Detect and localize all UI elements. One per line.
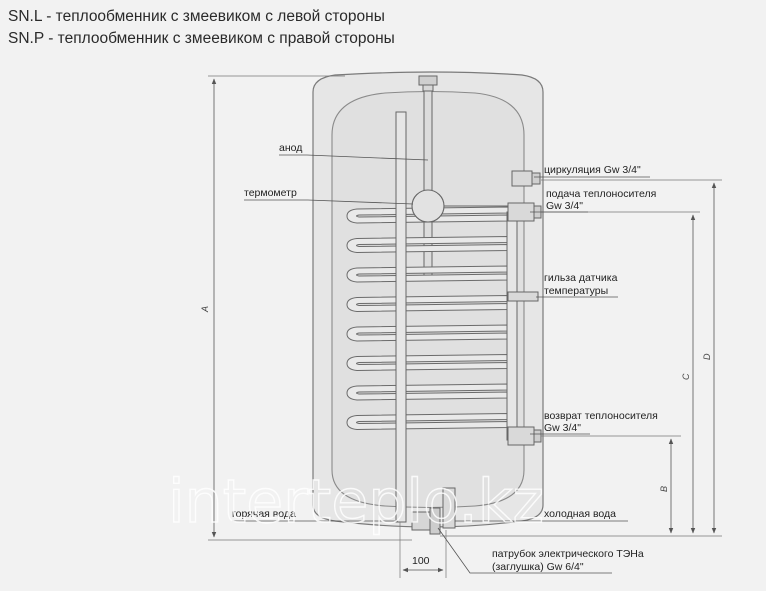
dimension-b-label: B — [659, 486, 669, 492]
dimension-width-label: 100 — [412, 555, 430, 567]
label-hot-water: горячая вода — [232, 508, 296, 520]
coil-turn — [346, 235, 510, 254]
dimension-d-label: D — [702, 353, 712, 360]
coil-turn — [346, 412, 510, 431]
label-heater-1: патрубок электрического ТЭНа — [492, 548, 644, 560]
coil-turn — [346, 324, 510, 342]
label-circulation: циркуляция Gw 3/4" — [544, 164, 641, 176]
heat-exchanger-coil — [346, 206, 510, 431]
leader-anode — [279, 154, 429, 161]
coil-turn — [346, 294, 510, 313]
hot-water-pipe — [395, 111, 407, 523]
title-line-2: SN.P - теплообменник с змеевиком с право… — [8, 30, 395, 47]
label-anode: анод — [279, 142, 302, 154]
leader-heater — [437, 527, 612, 574]
label-cold-water: холодная вода — [544, 508, 616, 520]
leader-thermometer — [244, 199, 414, 205]
coil-turn — [346, 206, 510, 224]
label-heater-2: (заглушка) Gw 6/4" — [492, 561, 584, 573]
dimension-a-label: A — [200, 306, 210, 313]
label-sensor-1: гильза датчика — [544, 272, 618, 284]
watermark: interteplo.kz — [168, 467, 544, 537]
label-sensor-2: температуры — [544, 285, 608, 297]
label-supply-1: подача теплоносителя — [546, 188, 656, 200]
label-thermometer: термометр — [244, 187, 297, 199]
top-fitting — [418, 75, 438, 86]
cold-water-fitting — [442, 487, 456, 529]
label-return-2: Gw 3/4" — [544, 422, 581, 434]
label-supply-2: Gw 3/4" — [546, 200, 583, 212]
label-return-1: возврат теплоносителя — [544, 410, 658, 422]
coil-return-pipe — [506, 211, 518, 441]
thermometer-bulb — [411, 189, 445, 223]
coil-turn — [346, 383, 510, 401]
coil-turn — [346, 353, 510, 372]
sensor-sleeve — [507, 291, 539, 302]
coil-turn — [346, 265, 510, 283]
dimension-c-label: C — [681, 373, 691, 380]
return-fitting — [507, 426, 535, 446]
title-line-1: SN.L - теплообменник с змеевиком с левой… — [8, 8, 385, 25]
circulation-fitting — [511, 170, 533, 187]
